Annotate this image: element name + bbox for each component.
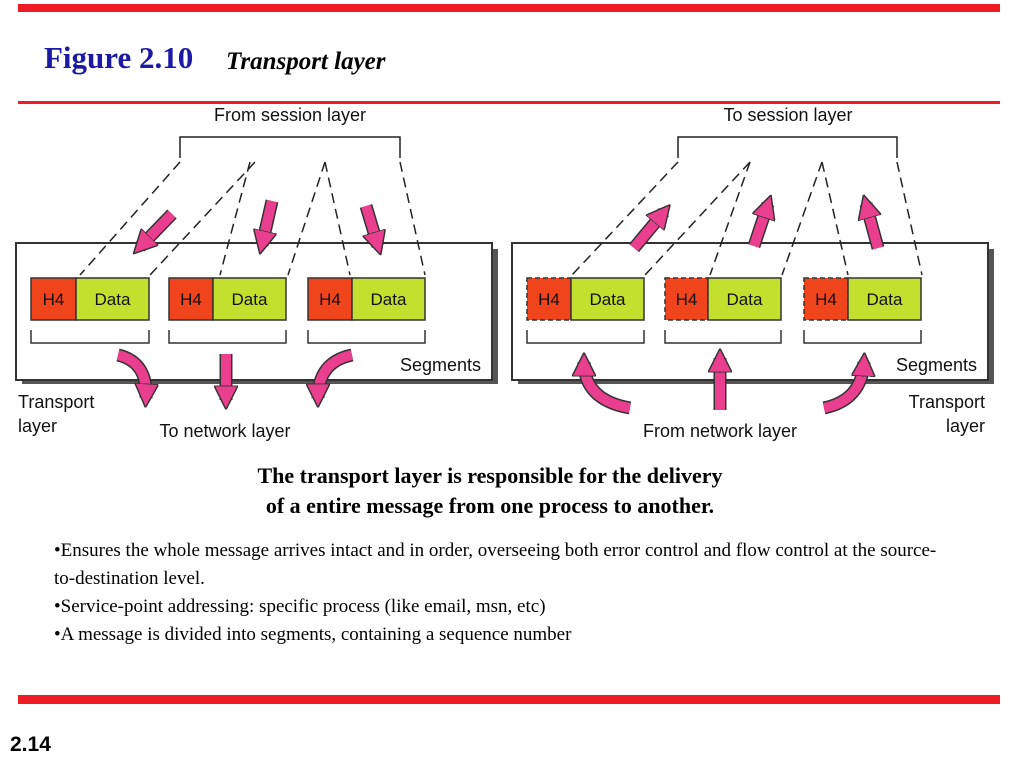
sender-side-label-line1: Transport	[18, 392, 94, 412]
receiver-segments-label: Segments	[896, 355, 977, 375]
bottom-accent-bar	[18, 695, 1000, 704]
bullet-item: •A message is divided into segments, con…	[54, 624, 572, 645]
sender-top-label: From session layer	[214, 105, 366, 125]
segment-header-h4	[803, 277, 849, 321]
sender-segment-3: H4 Data	[307, 277, 426, 344]
arrow-up-icon	[866, 204, 883, 250]
sender-bottom-label: To network layer	[159, 421, 290, 441]
segment-header-label: H4	[538, 290, 560, 309]
segment-data	[570, 277, 645, 321]
arrow-down-icon	[140, 210, 176, 247]
sender-arrows-out	[116, 348, 354, 400]
segment-data-label: Data	[867, 290, 903, 309]
segment-bracket	[168, 330, 287, 344]
receiver-side-label-line1: Transport	[909, 392, 985, 412]
arrow-up-icon	[630, 212, 664, 252]
segment-data-label: Data	[727, 290, 763, 309]
top-accent-bar	[18, 4, 1000, 12]
curved-arrow-icon	[584, 362, 631, 413]
receiver-side-label-line2: layer	[946, 416, 985, 436]
segment-header-h4	[168, 277, 214, 321]
slide-number: 2.14	[10, 733, 51, 756]
figure-subtitle: Transport layer	[226, 48, 386, 75]
caption-line-1: The transport layer is responsible for t…	[257, 463, 723, 488]
receiver-top-bracket	[677, 136, 898, 158]
receiver-top-label: To session layer	[723, 105, 852, 125]
sender-top-bracket	[179, 136, 401, 158]
segment-data	[212, 277, 287, 321]
curved-arrow-icon	[318, 350, 354, 398]
segment-header-label: H4	[43, 290, 65, 309]
segment-header-label: H4	[815, 290, 837, 309]
transport-layer-diagram: From session layer H4 Data H4 Data	[15, 105, 994, 441]
sender-arrows-in	[140, 199, 378, 247]
segment-bracket	[30, 330, 150, 344]
segment-data-label: Data	[95, 290, 131, 309]
receiver-dashed-lines	[571, 161, 923, 276]
segment-header-label: H4	[676, 290, 698, 309]
receiver-arrows-out	[629, 204, 885, 253]
title-rule	[18, 101, 1000, 104]
figure-title: Figure 2.10	[44, 40, 194, 75]
segment-data	[847, 277, 922, 321]
arrow-down-icon	[361, 204, 378, 246]
segment-data	[75, 277, 150, 321]
receiver-arrows-in	[584, 358, 864, 415]
segment-data-label: Data	[232, 290, 268, 309]
curved-arrow-icon	[116, 350, 146, 398]
sender-segment-1: H4 Data	[30, 277, 150, 344]
arrow-down-icon	[262, 199, 272, 245]
arrow-up-icon	[749, 204, 768, 248]
receiver-segment-3: H4 Data	[803, 277, 922, 344]
receiver-segment-1: H4 Data	[526, 277, 645, 344]
sender-panel: From session layer H4 Data H4 Data	[15, 105, 498, 441]
segment-data	[707, 277, 782, 321]
bullet-list: •Ensures the whole message arrives intac…	[54, 537, 944, 649]
segment-header-h4	[307, 277, 353, 321]
caption-line-2: of a entire message from one process to …	[265, 493, 715, 518]
segment-bracket	[307, 330, 426, 344]
sender-segment-2: H4 Data	[168, 277, 287, 344]
bullet-item: •Service-point addressing: specific proc…	[54, 596, 546, 617]
receiver-segment-2: H4 Data	[664, 277, 782, 344]
segment-header-label: H4	[180, 290, 202, 309]
receiver-panel: To session layer H4 Data H4 Data	[511, 105, 994, 441]
segment-data-label: Data	[371, 290, 407, 309]
bullet-item: •Ensures the whole message arrives intac…	[54, 540, 937, 589]
segment-header-h4	[526, 277, 572, 321]
segment-bracket	[526, 330, 645, 344]
segment-bracket	[664, 330, 782, 344]
curved-arrow-icon	[822, 362, 864, 413]
sender-dashed-lines	[79, 161, 426, 276]
receiver-bottom-label: From network layer	[643, 421, 797, 441]
segment-header-label: H4	[319, 290, 341, 309]
sender-side-label-line2: layer	[18, 416, 57, 436]
segment-data-label: Data	[590, 290, 626, 309]
sender-segments-label: Segments	[400, 355, 481, 375]
segment-bracket	[803, 330, 922, 344]
caption: The transport layer is responsible for t…	[0, 461, 980, 521]
segment-data	[351, 277, 426, 321]
segment-header-h4	[30, 277, 77, 321]
